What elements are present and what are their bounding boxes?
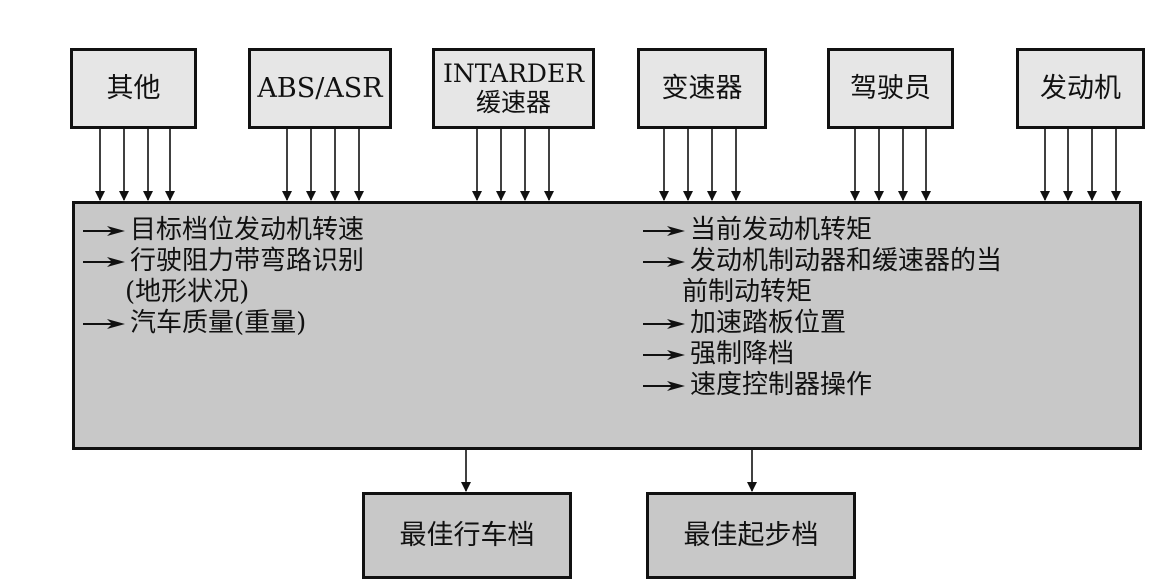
control-item-label: 当前发动机转矩 xyxy=(690,215,873,245)
control-item-label: 目标档位发动机转速 xyxy=(130,215,365,245)
input-label-transmission: 变速器 xyxy=(661,72,743,104)
arrow-right-icon xyxy=(83,319,125,329)
control-item-label: 前制动转矩 xyxy=(682,277,813,307)
control-item: 目标档位发动机转速 xyxy=(81,215,511,246)
arrow-right-icon xyxy=(643,381,685,391)
arrow-right-icon xyxy=(643,319,685,329)
control-item: 发动机制动器和缓速器的当 xyxy=(641,246,1081,277)
control-item-label: 加速踏板位置 xyxy=(690,308,847,338)
arrow-right-icon xyxy=(83,257,125,267)
control-item-label: 汽车质量(重量) xyxy=(130,308,307,338)
control-item: 汽车质量(重量) xyxy=(81,308,511,339)
output-box-best-driving-gear: 最佳行车档 xyxy=(362,492,572,579)
control-item-continuation: (地形状况) xyxy=(81,277,511,308)
control-item: 当前发动机转矩 xyxy=(641,215,1081,246)
arrow-right-icon xyxy=(643,350,685,360)
input-label-abs-asr: ABS/ASR xyxy=(257,72,383,104)
input-box-abs-asr: ABS/ASR xyxy=(248,48,392,129)
arrow-right-icon xyxy=(643,257,685,267)
input-box-engine: 发动机 xyxy=(1016,48,1145,129)
control-unit-right-list: 当前发动机转矩 发动机制动器和缓速器的当 前制动转矩 加速踏板位置 强制降档 速… xyxy=(641,215,1081,401)
control-item: 强制降档 xyxy=(641,339,1081,370)
control-item-label: 强制降档 xyxy=(690,339,795,369)
control-item: 加速踏板位置 xyxy=(641,308,1081,339)
control-item: 行驶阻力带弯路识别 xyxy=(81,246,511,277)
input-box-other: 其他 xyxy=(70,48,197,129)
arrow-right-icon xyxy=(643,226,685,236)
input-box-driver: 驾驶员 xyxy=(827,48,954,129)
input-label-intarder-line2: 缓速器 xyxy=(475,87,551,117)
arrow-right-icon xyxy=(83,226,125,236)
control-unit-box: 目标档位发动机转速 行驶阻力带弯路识别 (地形状况) 汽车质量(重量) 当前发动… xyxy=(72,201,1142,450)
output-label-best-starting-gear: 最佳起步档 xyxy=(683,519,819,551)
control-unit-left-list: 目标档位发动机转速 行驶阻力带弯路识别 (地形状况) 汽车质量(重量) xyxy=(81,215,511,339)
input-label-other: 其他 xyxy=(106,72,161,104)
output-box-best-starting-gear: 最佳起步档 xyxy=(646,492,856,579)
control-item: 速度控制器操作 xyxy=(641,370,1081,401)
output-label-best-driving-gear: 最佳行车档 xyxy=(399,519,535,551)
control-item-label: 速度控制器操作 xyxy=(690,370,873,400)
control-item-label: 发动机制动器和缓速器的当 xyxy=(690,246,1003,276)
input-label-driver: 驾驶员 xyxy=(850,72,931,104)
input-label-engine: 发动机 xyxy=(1040,72,1121,104)
input-box-transmission: 变速器 xyxy=(637,48,767,129)
input-box-intarder: INTARDER 缓速器 xyxy=(432,48,595,129)
input-label-intarder-line1: INTARDER xyxy=(442,58,585,88)
control-item-label: 行驶阻力带弯路识别 xyxy=(130,246,365,276)
control-item-label: (地形状况) xyxy=(125,277,250,307)
control-item-continuation: 前制动转矩 xyxy=(641,277,1081,308)
